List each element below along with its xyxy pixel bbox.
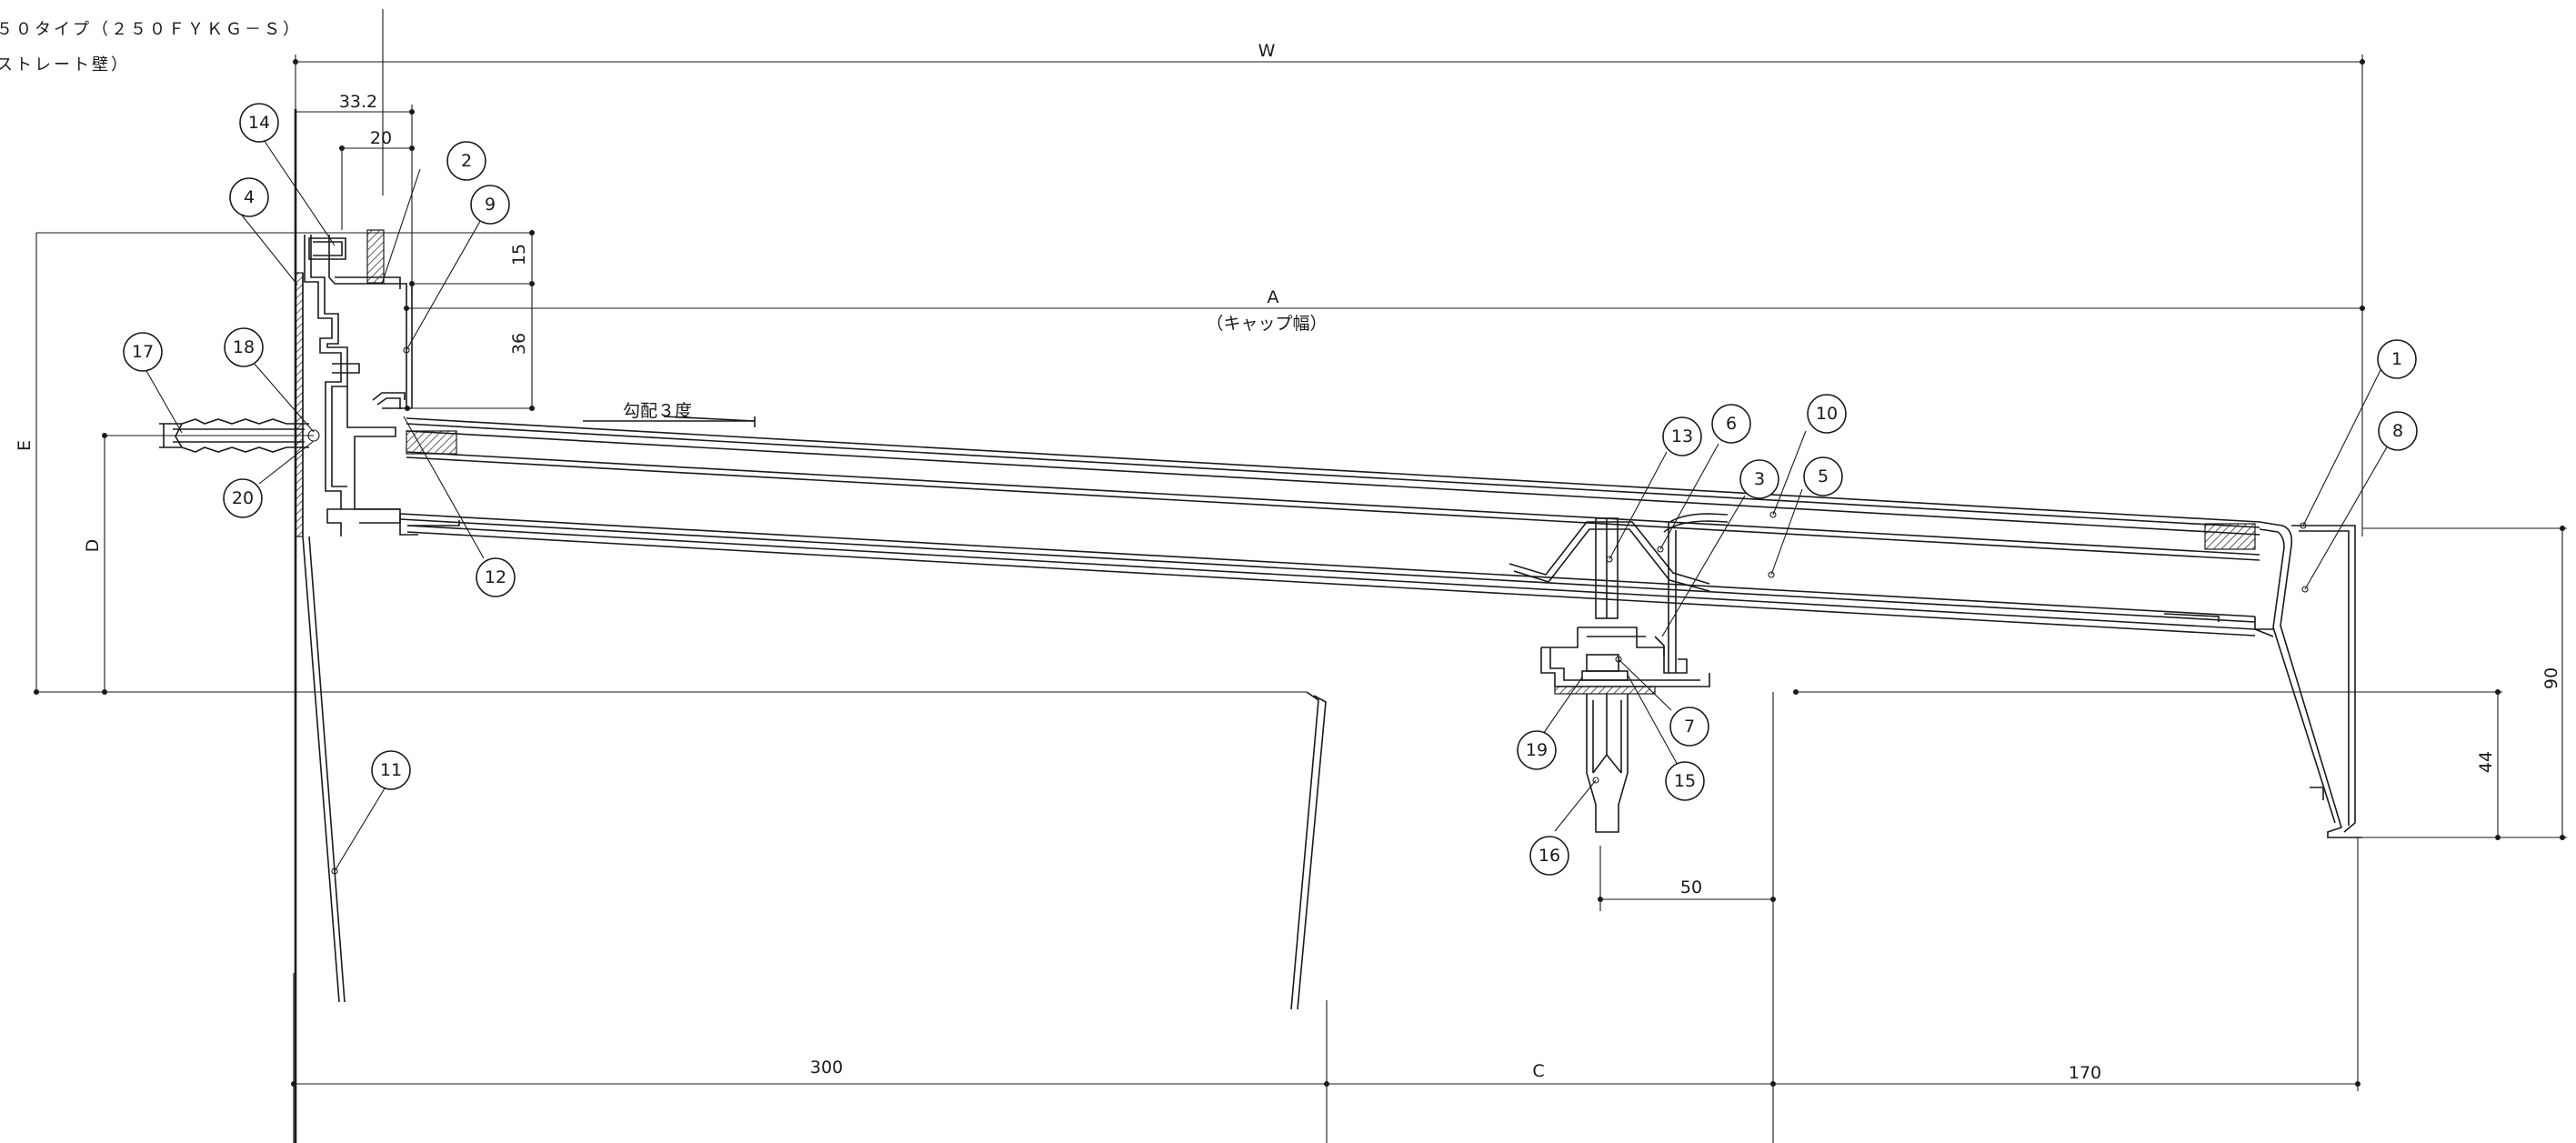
svg-text:17: 17 bbox=[132, 342, 154, 362]
dim-90-label: 90 bbox=[2541, 667, 2561, 689]
dim-c-label: C bbox=[1532, 1061, 1544, 1081]
part-18-callout: 18 bbox=[224, 327, 264, 367]
svg-text:9: 9 bbox=[485, 195, 496, 215]
svg-text:11: 11 bbox=[380, 760, 402, 780]
wall-section bbox=[294, 109, 346, 1143]
part-15-callout: 15 bbox=[1665, 761, 1705, 801]
dim-a-note: （キャップ幅） bbox=[1206, 314, 1327, 334]
part-6-callout: 6 bbox=[1711, 404, 1751, 444]
part-7-callout: 7 bbox=[1669, 707, 1709, 747]
part-19-callout: 19 bbox=[1517, 730, 1557, 770]
svg-text:16: 16 bbox=[1539, 846, 1560, 866]
dim-170-label: 170 bbox=[2069, 1063, 2101, 1083]
dim-50-label: 50 bbox=[1680, 877, 1702, 897]
part-20-callout: 20 bbox=[223, 478, 263, 518]
part-12-callout: 12 bbox=[476, 557, 516, 597]
dim-d-label: D bbox=[83, 539, 103, 553]
svg-text:20: 20 bbox=[232, 488, 254, 508]
slope-label: 勾配３度 bbox=[623, 401, 692, 421]
svg-text:5: 5 bbox=[1818, 466, 1829, 486]
top-cap-profile bbox=[308, 229, 413, 409]
svg-text:1: 1 bbox=[2391, 349, 2402, 369]
dimension-lines bbox=[34, 9, 2567, 1143]
leader-dots bbox=[331, 346, 2309, 875]
anchor-screw bbox=[159, 418, 320, 453]
dim-20-label: 20 bbox=[370, 128, 392, 148]
part-11-callout: 11 bbox=[371, 750, 411, 790]
center-support bbox=[1290, 513, 1729, 1010]
sloped-panels bbox=[399, 417, 2273, 637]
part-4-callout: 4 bbox=[229, 177, 269, 217]
svg-text:2: 2 bbox=[461, 151, 472, 171]
part-9-callout: 9 bbox=[470, 185, 510, 225]
right-fascia bbox=[2254, 521, 2362, 838]
wall-bracket-profile bbox=[304, 235, 401, 536]
part-2-callout: 2 bbox=[446, 141, 486, 181]
dim-15-label: 15 bbox=[509, 244, 529, 266]
svg-text:3: 3 bbox=[1754, 469, 1765, 489]
svg-text:6: 6 bbox=[1726, 414, 1737, 434]
dim-300-label: 300 bbox=[810, 1058, 843, 1078]
svg-text:19: 19 bbox=[1526, 740, 1548, 760]
dim-e-label: E bbox=[15, 440, 35, 451]
dim-36-label: 36 bbox=[509, 333, 529, 355]
part-5-callout: 5 bbox=[1803, 456, 1843, 496]
svg-text:18: 18 bbox=[233, 337, 255, 357]
part-14-callout: 14 bbox=[239, 103, 279, 143]
part-10-callout: 10 bbox=[1807, 394, 1847, 434]
part-16-callout: 16 bbox=[1529, 836, 1569, 876]
svg-text:8: 8 bbox=[2392, 421, 2403, 441]
svg-text:13: 13 bbox=[1671, 426, 1693, 446]
part-17-callout: 17 bbox=[123, 332, 163, 372]
title-line-1: ５０タイプ（２５０ＦＹＫＧ－Ｓ） bbox=[0, 20, 302, 39]
leader-lines bbox=[145, 128, 2392, 872]
dim-a-label: A bbox=[1268, 287, 1279, 307]
svg-text:7: 7 bbox=[1684, 717, 1695, 737]
dim-w-label: W bbox=[1258, 41, 1276, 61]
part-3-callout: 3 bbox=[1739, 459, 1779, 499]
slope-indicator bbox=[583, 416, 756, 427]
svg-text:15: 15 bbox=[1674, 771, 1696, 791]
part-8-callout: 8 bbox=[2378, 411, 2418, 451]
part-1-callout: 1 bbox=[2377, 339, 2417, 379]
dim-44-label: 44 bbox=[2476, 751, 2496, 773]
svg-text:10: 10 bbox=[1816, 404, 1838, 424]
title-line-2: ストレート壁） bbox=[0, 55, 130, 75]
svg-text:4: 4 bbox=[244, 187, 255, 207]
svg-text:14: 14 bbox=[248, 113, 270, 133]
part-13-callout: 13 bbox=[1662, 416, 1702, 456]
dim-33-2-label: 33.2 bbox=[339, 92, 377, 112]
svg-text:12: 12 bbox=[485, 567, 506, 587]
